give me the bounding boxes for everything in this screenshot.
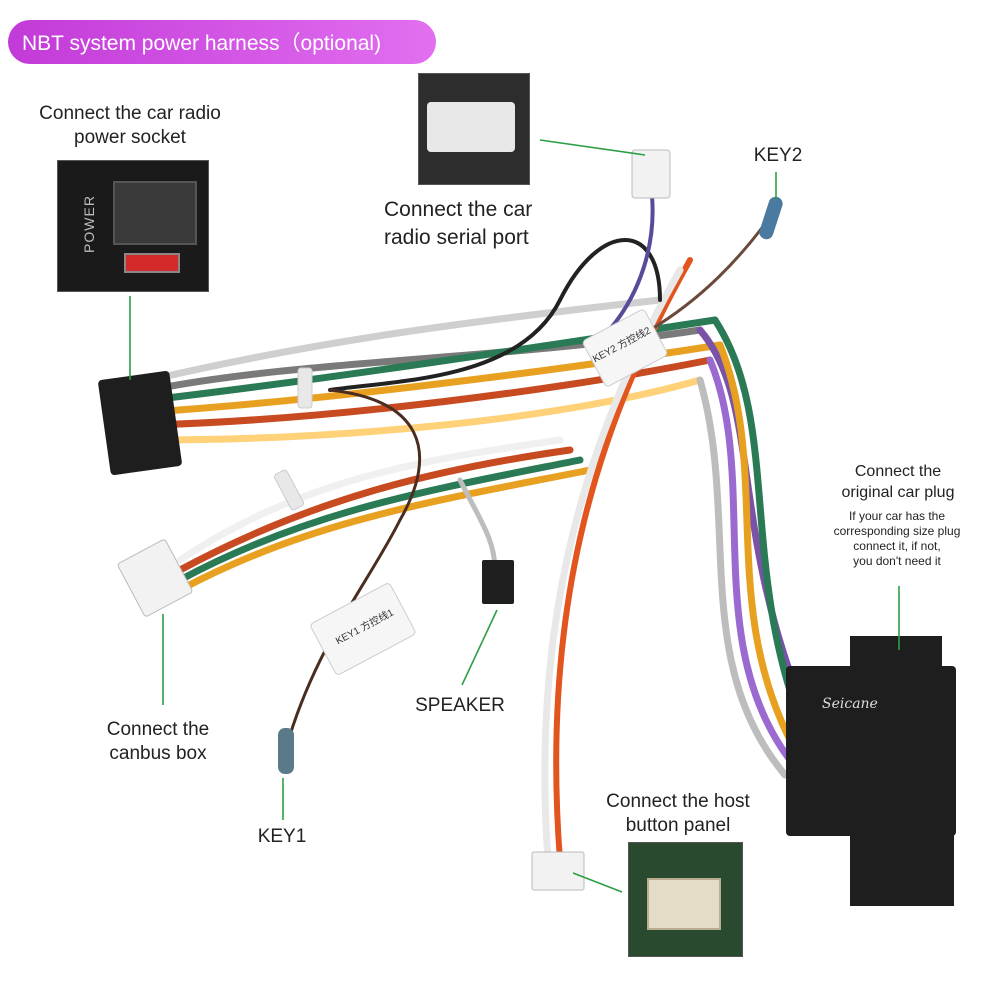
canbus-connector [117, 539, 193, 617]
original-plug [786, 636, 956, 906]
host-panel-label-line2: button panel [625, 815, 731, 836]
original-plug-note-line1: If your car has the [848, 509, 946, 523]
serial-port-photo [418, 73, 530, 185]
original-plug-note-line2: corresponding size plug [833, 524, 961, 538]
speaker-connector [482, 560, 514, 604]
title-banner: NBT system power harness（optional) [8, 20, 436, 64]
power-socket-label-line1: Connect the car radio [39, 103, 221, 124]
original-plug-note: If your car has the corresponding size p… [808, 509, 986, 569]
original-plug-note-line3: connect it, if not, [853, 539, 941, 553]
key2-label: KEY2 [753, 145, 803, 166]
serial-port-label-line1: Connect the car [384, 198, 533, 221]
canbus-label: Connect the canbus box [82, 718, 234, 766]
leader-lines [129, 139, 900, 893]
host-connector [531, 851, 585, 891]
brand-logo: Seicane [822, 696, 878, 712]
serial-port-socket [427, 102, 515, 152]
fuse [124, 253, 180, 273]
title-text: NBT system power harness（optional) [22, 32, 382, 55]
host-panel-label-line1: Connect the host [606, 791, 750, 812]
key1-terminal [278, 728, 294, 774]
canbus-label-line2: canbus box [109, 743, 207, 764]
zip-tie-2 [273, 469, 305, 511]
zip-tie-1 [297, 367, 313, 409]
key1-label: KEY1 [257, 826, 307, 847]
power-socket-label-line2: power socket [74, 127, 186, 148]
key2-terminal [759, 196, 783, 240]
original-plug-label: Connect the original car plug [810, 461, 986, 503]
key1-tag [310, 583, 416, 675]
button-panel-socket [647, 878, 721, 930]
serial-port-label-line2: radio serial port [384, 226, 529, 249]
wire-bundle [146, 178, 804, 864]
button-panel-photo [628, 842, 743, 957]
power-connector [98, 370, 182, 476]
power-socket-label: Connect the car radio power socket [14, 102, 246, 150]
original-plug-label-line2: original car plug [841, 484, 955, 501]
canbus-label-line1: Connect the [106, 719, 210, 740]
key2-tag [582, 309, 668, 387]
original-plug-note-line4: you don't need it [853, 554, 941, 568]
original-plug-label-line1: Connect the [854, 463, 942, 480]
serial-port-label: Connect the car radio serial port [384, 196, 574, 252]
host-panel-label: Connect the host button panel [588, 790, 768, 838]
power-socket-photo: POWER [57, 160, 209, 292]
speaker-label: SPEAKER [415, 695, 505, 716]
socket-pins [113, 181, 197, 245]
serial-connector [631, 149, 671, 199]
